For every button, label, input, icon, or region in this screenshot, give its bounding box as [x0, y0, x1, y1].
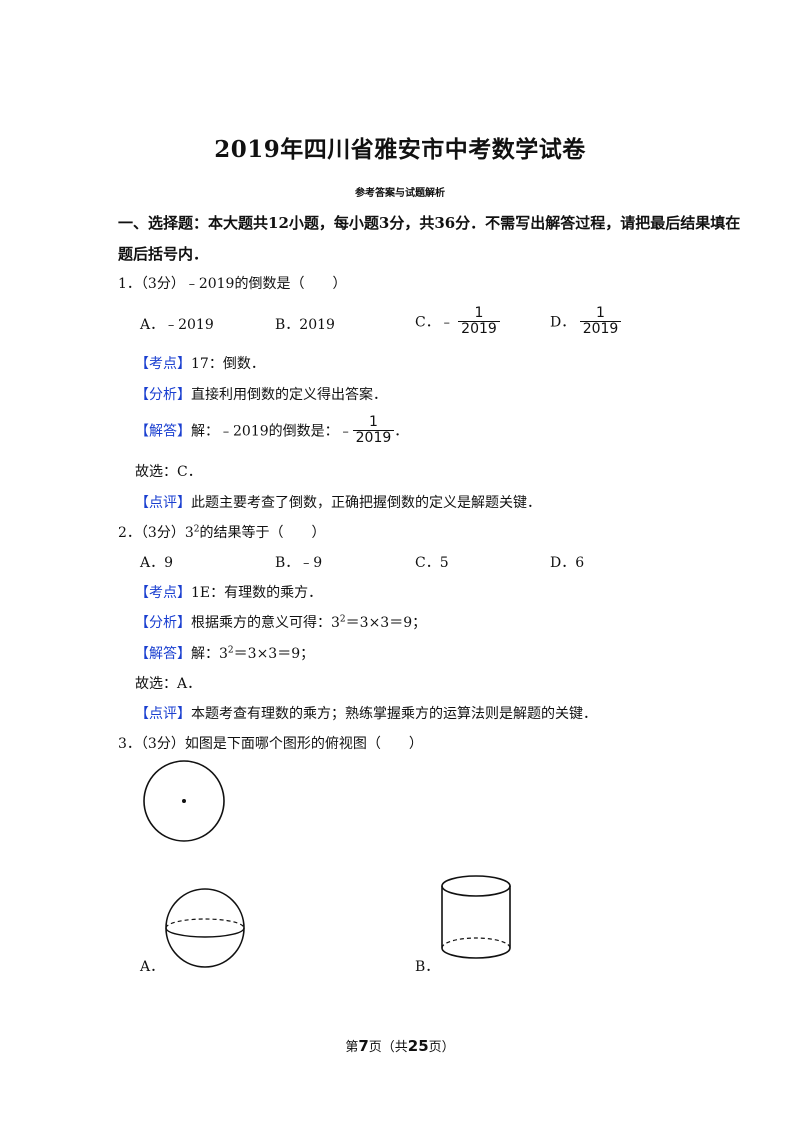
jieda-exponent: 2: [227, 645, 234, 656]
q3-option-a: A．: [140, 959, 165, 975]
fraction-numerator: 1: [369, 414, 378, 430]
fenxi-text: 根据乘方的意义可得：3: [191, 615, 340, 631]
fenxi-tag: 【分析】: [135, 615, 191, 631]
sphere-equator-front: [165, 927, 245, 938]
q2-answer: 故选：A．: [135, 676, 202, 692]
q2-kaodian: 【考点】1E：有理数的乘方．: [135, 582, 322, 602]
fenxi-text-post: ＝3×3＝9；: [345, 615, 427, 631]
q2-option-d: D．6: [550, 555, 585, 571]
fraction-denominator: 2019: [458, 321, 500, 337]
center-dot: [182, 799, 186, 803]
q1-fenxi: 【分析】直接利用倒数的定义得出答案．: [135, 384, 387, 404]
jieda-tag: 【解答】: [135, 423, 191, 440]
q2-stem-post: 的结果等于（ ）: [199, 525, 326, 541]
cylinder-bottom-back: [441, 937, 511, 949]
q3-stem: 3．（3分）如图是下面哪个图形的俯视图（ ）: [118, 736, 423, 752]
fraction-numerator: 1: [596, 305, 605, 321]
top-view-circle: [143, 760, 225, 842]
sphere-figure: [165, 888, 245, 968]
q1-option-d: D． 1 2019: [550, 305, 622, 337]
footer-mid: 页（共: [368, 1040, 408, 1055]
cylinder-bottom-front: [441, 947, 511, 959]
top-view-figure: [143, 760, 225, 842]
q1-option-c: C．﹣ 1 2019: [415, 306, 500, 337]
q1-dianping: 【点评】此题主要考查了倒数，正确把握倒数的定义是解题关键．: [135, 492, 541, 512]
fraction-denominator: 2019: [579, 321, 622, 337]
q1-option-a: A．﹣2019: [140, 317, 214, 333]
q2-jieda: 【解答】解：32＝3×3＝9；: [135, 643, 314, 663]
fenxi-tag: 【分析】: [135, 387, 191, 403]
q2-option-a: A．9: [140, 555, 174, 571]
section-heading-line1: 一、选择题：本大题共12小题，每小题3分，共36分．不需写出解答过程，请把最后结…: [118, 214, 741, 232]
cylinder-top: [441, 875, 511, 897]
jieda-text: 解：3: [191, 646, 228, 662]
footer-page-number: 7: [358, 1037, 369, 1055]
dianping-tag: 【点评】: [135, 495, 191, 511]
q1-stem: 1．（3分）﹣2019的倒数是（ ）: [118, 276, 347, 292]
fraction-denominator: 2019: [352, 430, 395, 446]
fraction-numerator: 1: [474, 305, 484, 321]
sphere-equator-back: [165, 918, 245, 929]
kaodian-tag: 【考点】: [135, 585, 191, 601]
jieda-tag: 【解答】: [135, 646, 191, 662]
fenxi-text: 直接利用倒数的定义得出答案．: [191, 387, 387, 403]
section-heading-line2: 题后括号内．: [118, 245, 209, 263]
q1-option-c-fraction: 1 2019: [458, 306, 500, 337]
fenxi-exponent: 2: [339, 614, 346, 625]
footer-post: 页）: [428, 1040, 455, 1055]
jieda-end: ．: [394, 423, 409, 440]
q2-fenxi: 【分析】根据乘方的意义可得：32＝3×3＝9；: [135, 612, 426, 632]
q2-option-c: C．5: [415, 555, 449, 571]
page-subtitle: 参考答案与试题解析: [355, 188, 445, 199]
dianping-tag: 【点评】: [135, 706, 191, 722]
sphere-outline: [165, 888, 245, 968]
q3-option-b: B．: [415, 959, 440, 975]
page-footer: 第7页（共25页）: [0, 1036, 800, 1055]
jieda-text-post: ＝3×3＝9；: [233, 646, 315, 662]
kaodian-tag: 【考点】: [135, 356, 191, 372]
page-title: 2019年四川省雅安市中考数学试卷: [214, 136, 586, 163]
kaodian-text: 1E：有理数的乘方．: [191, 585, 323, 601]
q2-stem-exponent: 2: [193, 524, 200, 535]
q1-option-d-fraction: 1 2019: [579, 305, 622, 337]
dianping-text: 本题考查有理数的乘方；熟练掌握乘方的运算法则是解题的关键．: [191, 706, 597, 722]
q1-answer: 故选：C．: [135, 464, 202, 480]
footer-pre: 第: [345, 1040, 359, 1055]
q2-option-b: B．﹣9: [275, 555, 323, 571]
footer-total-pages: 25: [407, 1037, 429, 1055]
q2-stem-pre: 2．（3分）3: [118, 525, 194, 541]
q2-stem: 2．（3分）32的结果等于（ ）: [118, 522, 325, 542]
q2-dianping: 【点评】本题考查有理数的乘方；熟练掌握乘方的运算法则是解题的关键．: [135, 703, 597, 723]
jieda-text: 解：﹣2019的倒数是：﹣: [191, 423, 353, 440]
q1-option-b: B．2019: [275, 317, 335, 333]
q1-kaodian: 【考点】17：倒数．: [135, 353, 265, 373]
q1-option-c-prefix: C．﹣: [415, 314, 454, 331]
q1-option-d-prefix: D．: [550, 314, 576, 331]
kaodian-text: 17：倒数．: [191, 356, 265, 372]
dianping-text: 此题主要考查了倒数，正确把握倒数的定义是解题关键．: [191, 495, 541, 511]
cylinder-figure: [441, 875, 511, 959]
